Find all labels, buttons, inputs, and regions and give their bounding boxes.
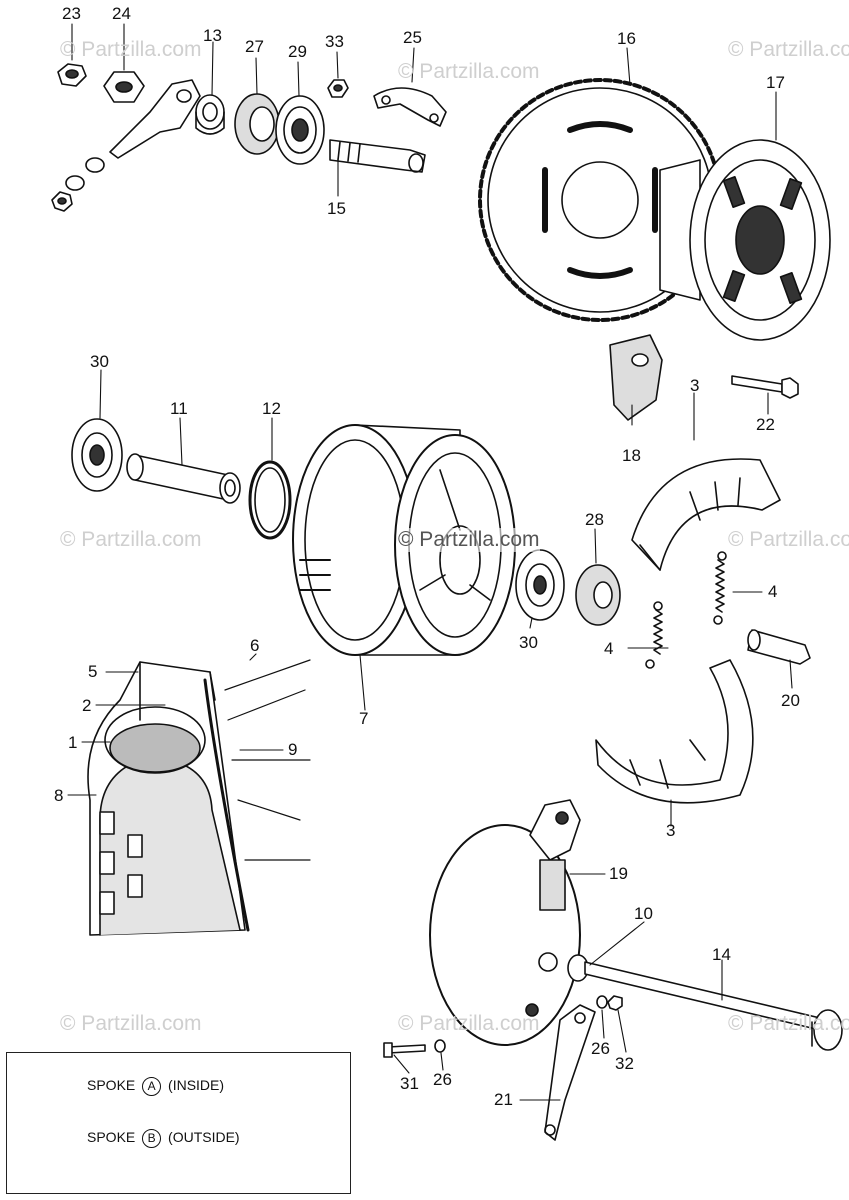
torque-link-bracket-part	[109, 79, 201, 159]
washer-26-right-part	[596, 995, 608, 1009]
legend-spoke-b-label: SPOKE	[87, 1129, 136, 1145]
watermark: © Partzilla.com	[398, 1012, 540, 1035]
legend-spoke-a-row: SPOKE A (INSIDE)	[87, 1077, 224, 1096]
callout-9: 9	[288, 740, 298, 759]
watermark: © Partzilla.com	[728, 1012, 849, 1035]
callout-31: 31	[400, 1074, 419, 1093]
leader-lines	[67, 23, 793, 1101]
callout-27: 27	[245, 37, 264, 56]
callout-32: 32	[615, 1054, 634, 1073]
legend-spoke-a-letter: A	[142, 1077, 162, 1096]
bolt-22-part	[731, 375, 799, 399]
callout-28: 28	[585, 510, 604, 529]
callout-30-right: 30	[519, 633, 538, 652]
callout-14: 14	[712, 945, 731, 964]
callout-11: 11	[170, 399, 188, 418]
callout-2: 2	[82, 696, 92, 715]
bearing-30-right-part	[515, 549, 565, 621]
callout-15: 15	[327, 199, 346, 218]
callout-30-left: 30	[90, 352, 109, 371]
bearing-30-left-part	[71, 418, 123, 492]
rear-axle-14-part	[584, 961, 843, 1051]
watermark: © Partzilla.com	[728, 38, 849, 61]
bolt-31-part	[383, 1042, 426, 1058]
axle-spacer-11-part	[126, 453, 241, 504]
callout-20: 20	[781, 691, 800, 710]
legend-spoke-b-letter: B	[142, 1129, 162, 1148]
callout-8: 8	[54, 786, 64, 805]
callout-10: 10	[634, 904, 653, 923]
nut-33-part	[327, 79, 349, 98]
callout-26-left: 26	[433, 1070, 452, 1089]
nut-32-part	[607, 995, 623, 1011]
brake-shoe-upper-3-part	[631, 458, 781, 571]
legend-spoke-a-position: (INSIDE)	[168, 1077, 225, 1093]
watermark: © Partzilla.com	[398, 60, 540, 83]
callout-21: 21	[494, 1090, 513, 1109]
brake-panel-19-part	[429, 799, 581, 1046]
brake-shoe-lower-3-part	[595, 659, 754, 804]
dust-seal-27-part	[234, 93, 280, 155]
watermark: © Partzilla.com	[60, 38, 202, 61]
callout-18: 18	[622, 446, 641, 465]
bearing-29-part	[275, 95, 325, 165]
washer-26-left-part	[434, 1039, 446, 1053]
callout-22: 22	[756, 415, 775, 434]
nut-23-part	[57, 63, 87, 87]
callout-19: 19	[609, 864, 628, 883]
callout-33: 33	[325, 32, 344, 51]
callout-23: 23	[62, 4, 81, 23]
callout-13: 13	[203, 26, 222, 45]
legend-spoke-a-label: SPOKE	[87, 1077, 136, 1093]
callout-29: 29	[288, 42, 307, 61]
callout-26-right: 26	[591, 1039, 610, 1058]
watermark-center: © Partzilla.com	[398, 528, 540, 552]
rear-wheel-hub-7-part	[292, 424, 516, 656]
dust-seal-28-part	[575, 564, 621, 626]
callout-6: 6	[250, 636, 260, 655]
watermark: © Partzilla.com	[728, 528, 849, 551]
callout-24: 24	[112, 4, 131, 23]
collar-13-part	[195, 94, 225, 135]
callout-3-upper: 3	[690, 376, 700, 395]
callout-16: 16	[617, 29, 636, 48]
brake-cam-20-part	[747, 629, 811, 665]
brake-arm-21-part	[544, 1004, 596, 1141]
o-ring-12-part	[248, 460, 292, 540]
spring-4-lower-part	[645, 601, 663, 669]
nut-24-part	[103, 71, 145, 103]
callout-7: 7	[359, 709, 369, 728]
spoke-legend-box: SPOKE A (INSIDE) SPOKE B (OUTSIDE)	[6, 1052, 351, 1194]
callout-5: 5	[88, 662, 98, 681]
legend-spoke-b-position: (OUTSIDE)	[168, 1129, 240, 1145]
spring-4-upper-part	[713, 551, 727, 625]
watermark: © Partzilla.com	[60, 528, 202, 551]
watermark: © Partzilla.com	[60, 1012, 202, 1035]
chain-guide-25-part	[373, 87, 447, 127]
callout-3-lower: 3	[666, 821, 676, 840]
callout-4-lower: 4	[604, 639, 614, 658]
lock-washers-part	[51, 157, 105, 212]
axle-sleeve-15-part	[329, 139, 426, 173]
callout-25: 25	[403, 28, 422, 47]
callout-4-upper: 4	[768, 582, 778, 601]
callout-17: 17	[766, 73, 785, 92]
tire-rim-cutaway-part	[87, 659, 311, 936]
legend-spoke-b-row: SPOKE B (OUTSIDE)	[87, 1129, 240, 1148]
callout-12: 12	[262, 399, 281, 418]
callout-1: 1	[68, 733, 78, 752]
rear-hub-flange-17-part	[659, 139, 831, 341]
damper-rubber-18-part	[609, 334, 663, 421]
